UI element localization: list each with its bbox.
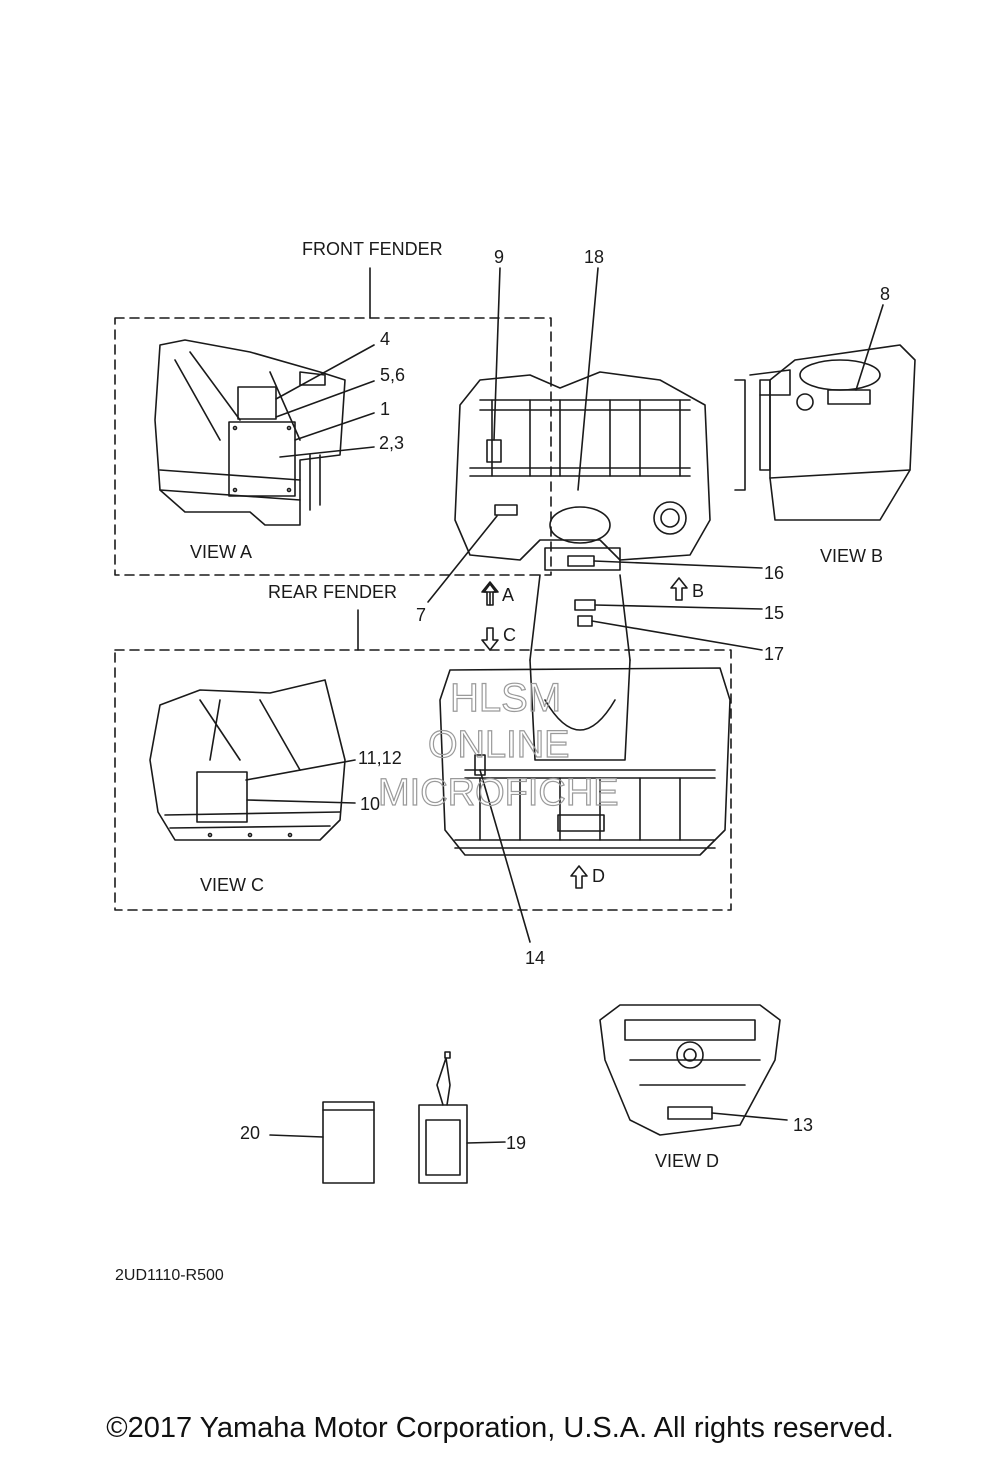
watermark-line-3: MICROFICHE bbox=[378, 772, 619, 814]
callout-5-6: 5,6 bbox=[380, 365, 405, 385]
callout-19: 19 bbox=[506, 1133, 526, 1153]
view-c-label: VIEW C bbox=[200, 875, 264, 895]
view-d-drawing bbox=[599, 1004, 788, 1136]
callout-18: 18 bbox=[584, 247, 604, 267]
arrow-d-label: D bbox=[592, 866, 605, 886]
label-1-decal bbox=[228, 421, 296, 497]
label-14-decal bbox=[474, 754, 486, 776]
watermark-line-2: ONLINE bbox=[428, 724, 569, 766]
callout-16: 16 bbox=[764, 563, 784, 583]
view-a-label: VIEW A bbox=[190, 542, 252, 562]
arrow-c-label: C bbox=[503, 625, 516, 645]
front-fender-label: FRONT FENDER bbox=[302, 239, 443, 259]
callout-1: 1 bbox=[380, 399, 390, 419]
rear-fender-view-box bbox=[114, 649, 732, 911]
arrow-a-label: A bbox=[502, 585, 514, 605]
callout-13: 13 bbox=[793, 1115, 813, 1135]
callout-10: 10 bbox=[360, 794, 380, 814]
view-b-fender-drawing bbox=[734, 304, 916, 521]
watermark-line-1: HLSM bbox=[450, 676, 561, 720]
front-fender-view-box bbox=[114, 317, 552, 576]
callout-14: 14 bbox=[525, 948, 545, 968]
label-20-item bbox=[322, 1101, 375, 1184]
callout-11-12: 11,12 bbox=[358, 748, 402, 768]
callout-17: 17 bbox=[764, 644, 784, 664]
callout-4: 4 bbox=[380, 329, 390, 349]
label-17-decal bbox=[577, 615, 593, 627]
view-d-label: VIEW D bbox=[655, 1151, 719, 1171]
label-10-decal bbox=[196, 771, 248, 823]
part-code: 2UD1110-R500 bbox=[115, 1267, 224, 1284]
label-7-decal bbox=[494, 504, 518, 516]
arrow-b-icon bbox=[670, 577, 688, 601]
label-9-decal bbox=[486, 439, 502, 463]
callout-7: 7 bbox=[416, 605, 426, 625]
callout-2-3: 2,3 bbox=[379, 433, 404, 453]
view-c-fender-drawing bbox=[149, 679, 356, 841]
arrow-c-icon bbox=[481, 627, 499, 651]
callout-8: 8 bbox=[880, 284, 890, 304]
arrow-d-icon bbox=[570, 865, 588, 889]
label-8-decal bbox=[827, 389, 871, 405]
arrow-b-label: B bbox=[692, 581, 704, 601]
callout-9: 9 bbox=[494, 247, 504, 267]
label-16-decal bbox=[567, 555, 595, 567]
atv-top-view-drawing bbox=[427, 267, 763, 943]
yamaha-emblem bbox=[557, 814, 605, 832]
callout-15: 15 bbox=[764, 603, 784, 623]
label-15-decal bbox=[574, 599, 596, 611]
view-a-fender-drawing bbox=[154, 339, 375, 526]
rear-fender-label: REAR FENDER bbox=[268, 582, 397, 602]
view-b-label: VIEW B bbox=[820, 546, 883, 566]
label-13-decal bbox=[667, 1106, 713, 1120]
callout-20: 20 bbox=[240, 1123, 260, 1143]
copyright-notice: ©2017 Yamaha Motor Corporation, U.S.A. A… bbox=[106, 1412, 894, 1444]
label-5-6-decal bbox=[237, 386, 277, 420]
manual-items-drawing bbox=[269, 1051, 506, 1184]
